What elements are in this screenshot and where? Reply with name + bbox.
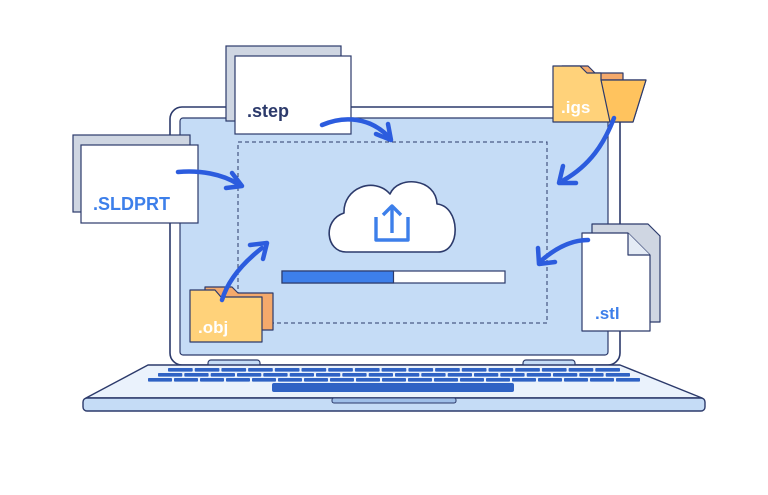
file-label-stl: .stl	[595, 304, 620, 323]
keyboard-key	[605, 373, 630, 377]
keyboard-key	[461, 368, 487, 372]
keyboard-key	[330, 378, 354, 382]
file-doc-stl[interactable]: .stl	[581, 223, 661, 332]
keyboard-key	[579, 373, 604, 377]
keyboard-key	[512, 378, 536, 382]
laptop-keyboard	[148, 368, 640, 392]
keyboard-key	[421, 373, 446, 377]
keyboard-key	[595, 368, 620, 372]
arrow-stl-icon	[535, 237, 591, 267]
keyboard-key	[248, 368, 273, 372]
keyboard-key	[447, 373, 472, 377]
keyboard-key	[221, 368, 247, 372]
keyboard-key	[200, 378, 224, 382]
keyboard-key	[252, 378, 276, 382]
keyboard-key	[564, 378, 588, 382]
keyboard-key	[538, 378, 562, 382]
keyboard-key	[210, 373, 235, 377]
upload-progress-bar	[281, 270, 506, 284]
keyboard-key	[289, 373, 314, 377]
keyboard-key	[474, 373, 499, 377]
keyboard-key	[174, 378, 198, 382]
file-label-obj: .obj	[198, 318, 228, 337]
keyboard-key	[263, 373, 288, 377]
keyboard-key	[274, 368, 300, 372]
keyboard-key	[316, 373, 341, 377]
keyboard-key	[237, 373, 262, 377]
folder-igs[interactable]: .igs	[552, 65, 647, 123]
laptop-notch	[331, 397, 457, 404]
keyboard-key	[408, 368, 434, 372]
keyboard-key	[382, 378, 406, 382]
keyboard-key	[381, 368, 407, 372]
file-label-igs: .igs	[561, 98, 590, 117]
document-icon	[581, 232, 651, 332]
transfer-arrows	[175, 115, 617, 303]
keyboard-key	[486, 378, 510, 382]
keyboard-key	[278, 378, 302, 382]
keyboard-key	[194, 368, 220, 372]
keyboard-key	[553, 373, 578, 377]
keyboard-key	[148, 378, 172, 382]
cloud-upload-icon	[328, 181, 456, 253]
keyboard-key	[184, 373, 209, 377]
keyboard-key	[616, 378, 640, 382]
arrow-sldprt-icon	[175, 169, 245, 191]
arrow-igs-icon	[556, 115, 617, 186]
keyboard-key	[526, 373, 551, 377]
keyboard-key	[541, 368, 567, 372]
keyboard-key	[304, 378, 328, 382]
drop-zone[interactable]	[237, 141, 548, 324]
folder-obj[interactable]: .obj	[189, 286, 274, 343]
keyboard-key	[408, 378, 432, 382]
progress-fill	[281, 270, 395, 284]
spacebar	[272, 383, 514, 392]
keyboard-key	[488, 368, 514, 372]
keyboard-key	[460, 378, 484, 382]
keyboard-key	[500, 373, 525, 377]
keyboard-key	[301, 368, 327, 372]
keyboard-key	[226, 378, 250, 382]
keyboard-key	[435, 368, 460, 372]
arrow-obj-icon	[219, 240, 270, 303]
file-card-sldprt[interactable]: .SLDPRT	[72, 134, 199, 224]
keyboard-key	[434, 378, 458, 382]
keyboard-key	[342, 373, 367, 377]
file-label-sldprt: .SLDPRT	[93, 194, 170, 214]
keyboard-key	[568, 368, 594, 372]
keyboard-key	[168, 368, 193, 372]
keyboard-key	[395, 373, 420, 377]
file-label-step: .step	[247, 101, 289, 121]
keyboard-key	[356, 378, 380, 382]
arrow-step-icon	[319, 117, 394, 143]
keyboard-key	[328, 368, 353, 372]
keyboard-key	[354, 368, 380, 372]
keyboard-key	[158, 373, 183, 377]
folder-icon	[189, 289, 263, 343]
keyboard-key	[590, 378, 614, 382]
keyboard-key	[368, 373, 393, 377]
keyboard-key	[515, 368, 540, 372]
